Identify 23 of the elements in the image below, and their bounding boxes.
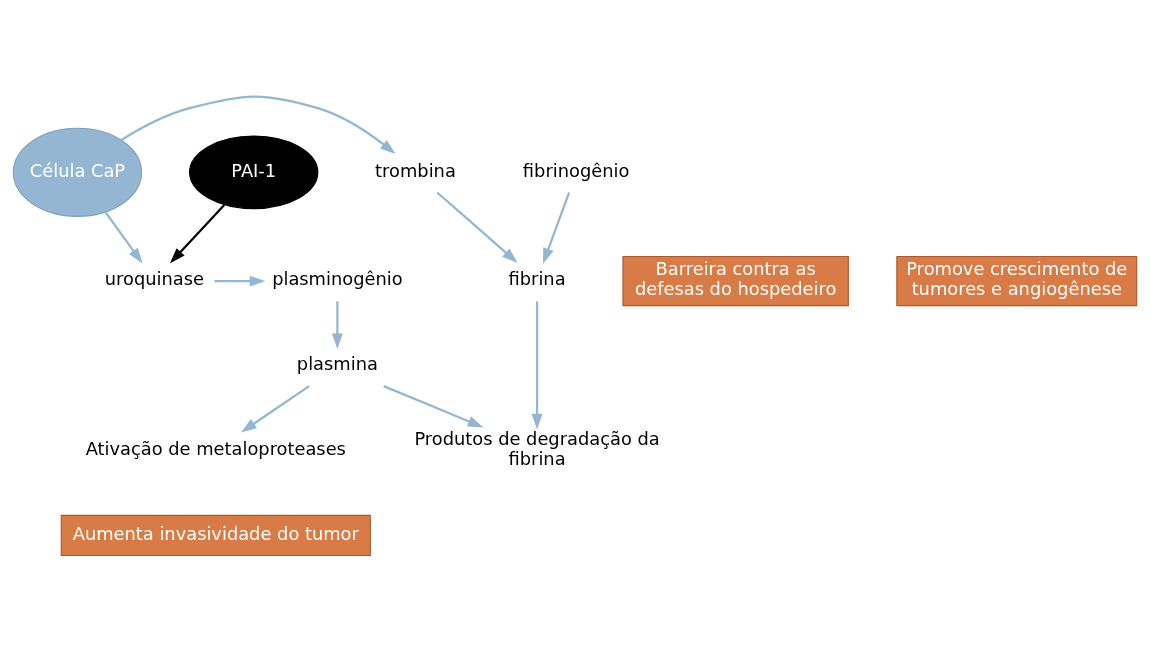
node-box: Aumenta invasividade do tumor [60, 514, 371, 556]
node-text: trombina [375, 159, 456, 181]
node-text: plasmina [296, 352, 378, 374]
arrow [241, 384, 310, 432]
arrow [542, 191, 571, 264]
node-text: Ativação de metaloproteases [85, 437, 346, 459]
node-box: Barreira contra as defesas do hospedeiro [622, 255, 849, 306]
node-text: fibrina [508, 267, 566, 289]
node-text: uroquinase [104, 267, 205, 289]
arrow [383, 384, 484, 427]
arrow [120, 95, 396, 154]
arrow [331, 300, 343, 349]
arrow [104, 211, 143, 264]
arrow [214, 275, 266, 287]
node-box: Promove crescimento de tumores e angiogênese [896, 255, 1138, 306]
arrow [531, 300, 543, 429]
node-ellipse: Célula CaP [12, 127, 143, 217]
node-ellipse: PAI-1 [189, 135, 319, 209]
node-text: fibrinogênio [522, 159, 630, 181]
node-text: plasminogênio [272, 267, 403, 289]
arrow [436, 191, 518, 263]
arrow [169, 203, 226, 263]
node-text: Produtos de degradação da fibrina [414, 427, 660, 469]
